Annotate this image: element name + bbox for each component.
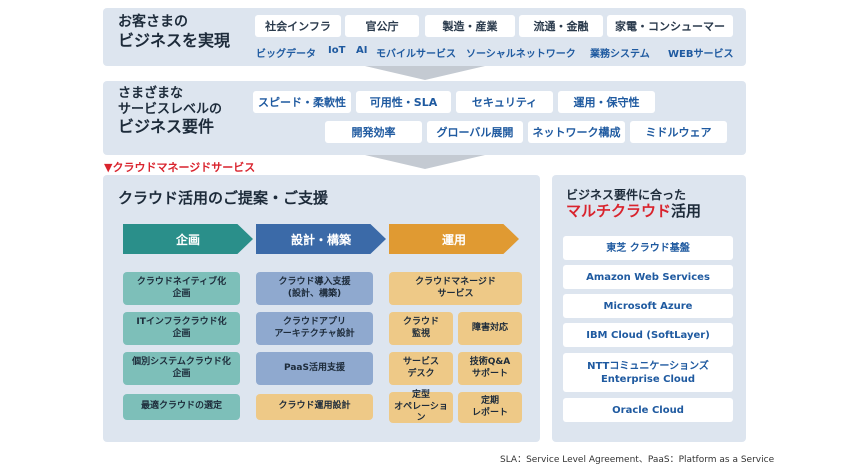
requirement-chip: グローバル展開: [427, 121, 523, 143]
title-line: サービスレベルの: [118, 101, 223, 117]
planning-item: クラウドネイティブ化 企画: [123, 272, 240, 305]
operation-item-label: クラウドマネージド サービス: [415, 276, 496, 299]
multicloud-highlight: マルチクラウド: [566, 202, 672, 221]
design-item: クラウド導入支援 (設計、構築): [256, 272, 373, 305]
cloud-provider-label: Microsoft Azure: [603, 300, 693, 312]
operation-item: 技術Q&A サポート: [458, 352, 522, 385]
operation-item: 障害対応: [458, 312, 522, 345]
flow-arrow-down: [365, 155, 485, 169]
tech-tag: IoT: [328, 45, 346, 56]
cloud-provider-label: Amazon Web Services: [586, 271, 710, 283]
operation-item: 定期 レポート: [458, 392, 522, 423]
industry-chip: 社会インフラ: [255, 15, 341, 37]
phase-operation: 運用: [389, 224, 519, 254]
design-item-label: クラウド導入支援 (設計、構築): [278, 276, 351, 299]
operation-item: サービス デスク: [389, 352, 453, 385]
cloud-provider-label: IBM Cloud (SoftLayer): [586, 329, 710, 341]
multicloud-title-line: マルチクラウド活用: [566, 202, 701, 220]
requirement-chip: スピード・柔軟性: [253, 91, 351, 113]
proposal-title: クラウド活用のご提案・ご支援: [118, 189, 329, 207]
cloud-provider: IBM Cloud (SoftLayer): [563, 323, 733, 347]
business-realization-title: お客さまの ビジネスを実現: [118, 14, 230, 50]
title-line: ビジネス要件: [118, 117, 215, 137]
tech-tag: AI: [356, 45, 368, 56]
design-item: クラウド運用設計: [256, 394, 373, 420]
operation-item-label: 定期 レポート: [471, 395, 508, 418]
requirement-chip: 開発効率: [325, 121, 422, 143]
tech-tag: 業務システム: [590, 49, 650, 60]
multicloud-title: ビジネス要件に合った マルチクラウド活用: [566, 188, 701, 220]
tech-tag: ビッグデータ: [256, 49, 316, 60]
title-line: さまざまな: [118, 86, 184, 101]
operation-item-label: 定型 オペレーション: [394, 389, 448, 424]
design-item: クラウドアプリ アーキテクチャ設計: [256, 312, 373, 345]
cloud-provider: Oracle Cloud: [563, 398, 733, 422]
design-item: PaaS活用支援: [256, 352, 373, 385]
requirement-chip: ミドルウェア: [630, 121, 727, 143]
requirement-chip: 運用・保守性: [558, 91, 655, 113]
requirement-chip: ネットワーク構成: [528, 121, 625, 143]
cloud-provider-label: NTTコミュニケーションズ Enterprise Cloud: [587, 360, 709, 385]
design-item-label: クラウド運用設計: [278, 401, 351, 412]
phase-design: 設計・構築: [256, 224, 386, 254]
tech-tag: ソーシャルネットワーク: [466, 49, 576, 60]
industry-chip: 官公庁: [345, 15, 419, 37]
multicloud-title-line: ビジネス要件に合った: [566, 188, 687, 202]
planning-item-label: 最適クラウドの選定: [140, 401, 222, 412]
cloud-provider: NTTコミュニケーションズ Enterprise Cloud: [563, 353, 733, 392]
operation-item-label: クラウド 監視: [402, 316, 439, 339]
cloud-provider-label: Oracle Cloud: [612, 404, 684, 416]
title-line: お客さまの: [118, 14, 188, 30]
industry-chip: 製造・産業: [425, 15, 515, 37]
design-item-label: クラウドアプリ アーキテクチャ設計: [274, 316, 355, 339]
industry-chip: 流通・金融: [519, 15, 603, 37]
design-item-label: PaaS活用支援: [284, 362, 345, 373]
planning-item-label: ITインフラクラウド化 企画: [136, 316, 227, 339]
operation-item-label: 技術Q&A サポート: [469, 356, 511, 379]
planning-item-label: 個別システムクラウド化 企画: [132, 356, 231, 379]
footnote: SLA：Service Level Agreement、PaaS：Platfor…: [500, 455, 775, 465]
operation-item: クラウドマネージド サービス: [389, 272, 522, 305]
managed-service-label: ▼クラウドマネージドサービス: [104, 161, 256, 174]
requirement-chip: セキュリティ: [456, 91, 553, 113]
multicloud-title-tail: 活用: [671, 202, 702, 221]
flow-arrow-down: [365, 66, 485, 80]
planning-item: ITインフラクラウド化 企画: [123, 312, 240, 345]
operation-item: クラウド 監視: [389, 312, 453, 345]
operation-item: 定型 オペレーション: [389, 389, 453, 424]
cloud-provider: 東芝 クラウド基盤: [563, 236, 733, 260]
tech-tag: モバイルサービス: [376, 49, 456, 60]
cloud-provider: Amazon Web Services: [563, 265, 733, 289]
tech-tag: WEBサービス: [668, 49, 734, 60]
cloud-provider: Microsoft Azure: [563, 294, 733, 318]
phase-planning: 企画: [123, 224, 253, 254]
industry-chip: 家電・コンシューマー: [607, 15, 733, 37]
business-requirements-title: さまざまな サービスレベルの ビジネス要件: [118, 86, 222, 136]
planning-item: 個別システムクラウド化 企画: [123, 352, 240, 385]
title-line: ビジネスを実現: [118, 30, 231, 50]
operation-item-label: サービス デスク: [402, 356, 439, 379]
planning-item: 最適クラウドの選定: [123, 394, 240, 420]
cloud-provider-label: 東芝 クラウド基盤: [606, 242, 690, 254]
operation-item-label: 障害対応: [471, 322, 508, 333]
requirement-chip: 可用性・SLA: [356, 91, 451, 113]
planning-item-label: クラウドネイティブ化 企画: [136, 276, 227, 299]
